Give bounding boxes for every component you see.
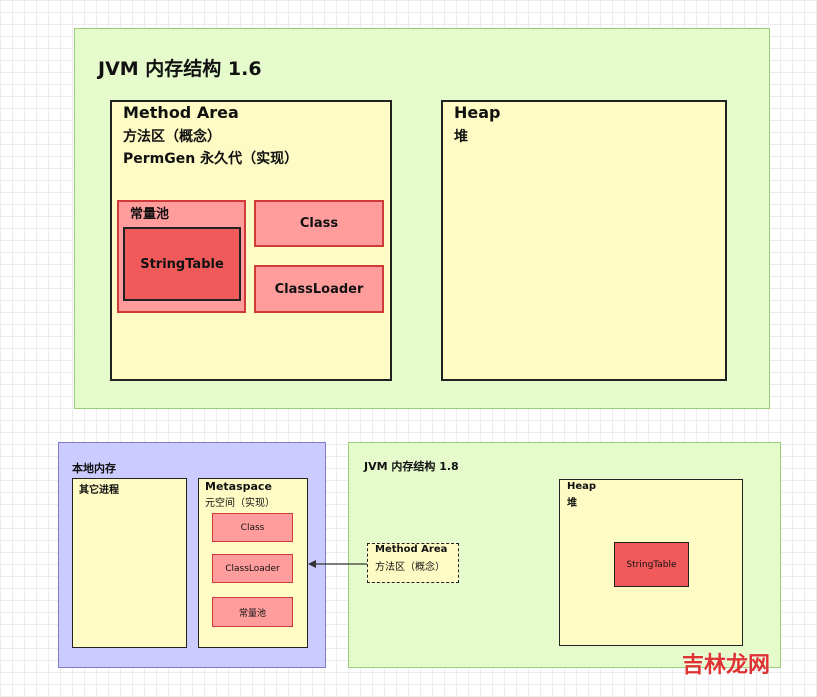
heap-1.8-subtitle: 堆 (567, 498, 577, 509)
class-box-1.6: Class (254, 200, 384, 247)
constant-pool-1.8: 常量池 (212, 597, 293, 627)
heap-1.8-title: Heap (567, 481, 597, 492)
class-box-1.8: Class (212, 513, 293, 542)
constant-pool-1.6-label: 常量池 (130, 207, 170, 222)
heap-1.6 (441, 100, 727, 381)
arrow-to-metaspace (308, 560, 367, 568)
other-process-label: 其它进程 (79, 485, 119, 496)
other-process-box (72, 478, 187, 648)
method-area-1.6-title: Method Area (123, 103, 239, 122)
classloader-box-1.6: ClassLoader (254, 265, 384, 313)
heap-1.6-subtitle: 堆 (454, 129, 468, 145)
native-memory-title: 本地内存 (72, 462, 116, 475)
method-area-1.6-impl: PermGen 永久代（实现） (123, 151, 299, 167)
jvm18-title: JVM 内存结构 1.8 (364, 460, 459, 473)
metaspace-title: Metaspace (205, 480, 272, 493)
metaspace-subtitle: 元空间（实现） (205, 498, 275, 509)
classloader-box-1.8: ClassLoader (212, 554, 293, 583)
string-table-1.8: StringTable (614, 542, 689, 587)
string-table-1.6: StringTable (123, 227, 241, 301)
method-area-1.8-dashed (367, 543, 459, 583)
jvm16-title: JVM 内存结构 1.6 (98, 58, 262, 80)
method-area-1.8-subtitle: 方法区（概念） (375, 562, 445, 573)
heap-1.6-title: Heap (454, 103, 501, 122)
watermark: 吉林龙网 (682, 653, 771, 678)
method-area-1.6-concept: 方法区（概念） (123, 129, 221, 145)
method-area-1.8-title: Method Area (375, 544, 448, 555)
